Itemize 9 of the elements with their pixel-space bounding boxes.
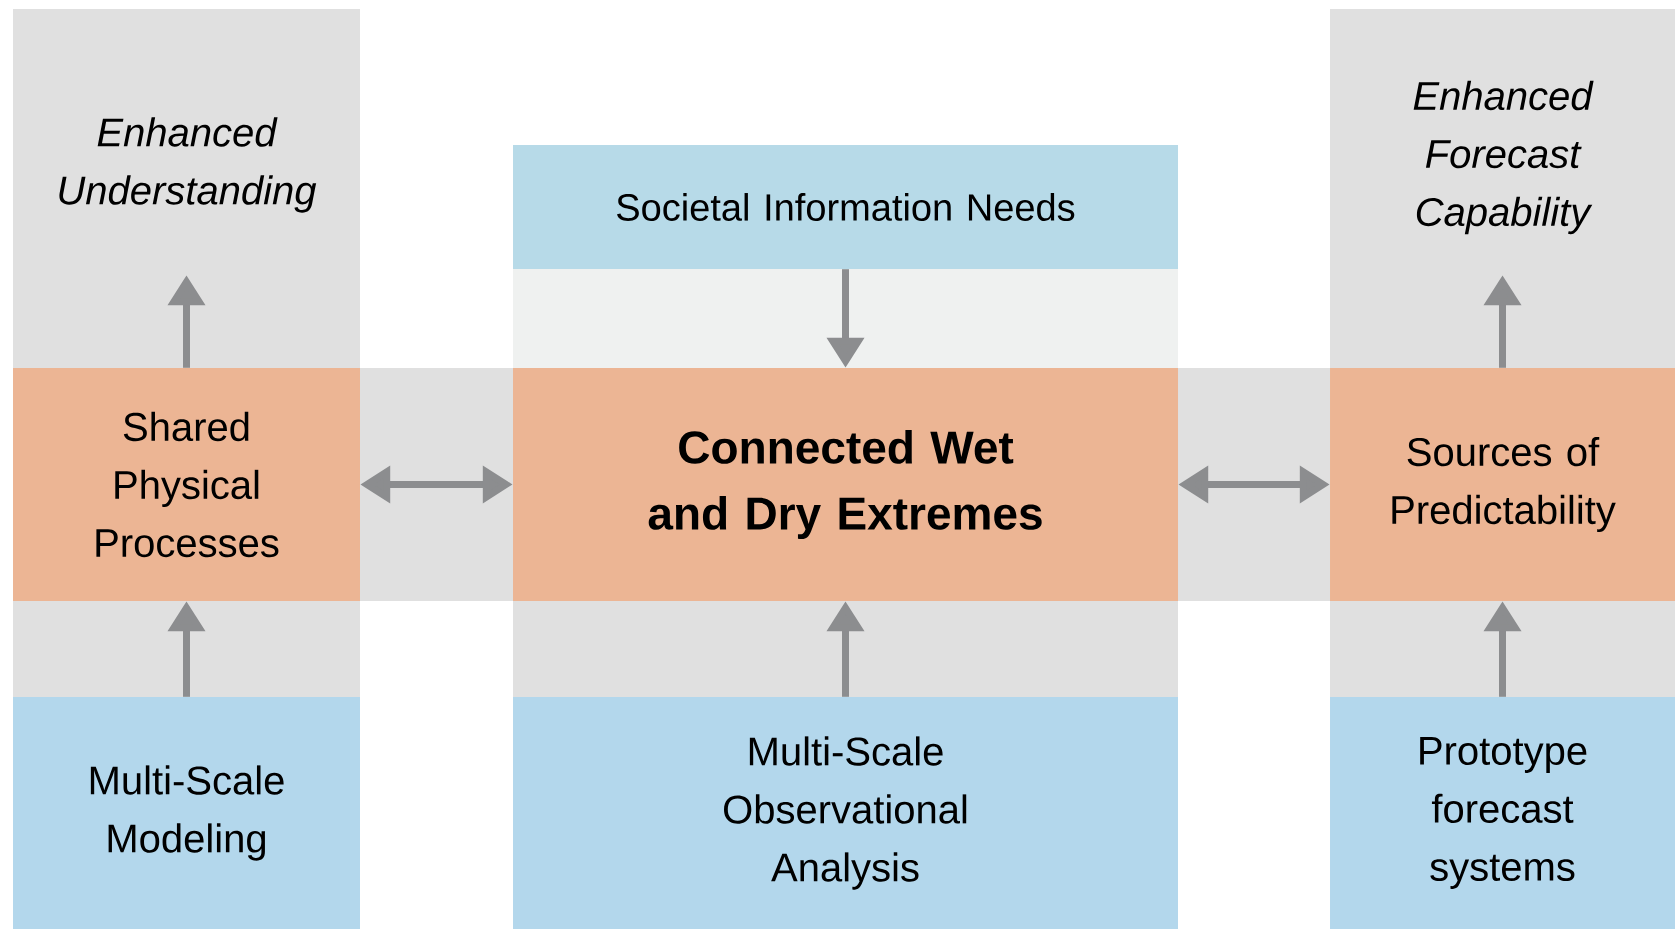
input-box: Multi-Scale Observational Analysis <box>513 697 1178 929</box>
process-box: Connected Wet and Dry Extremes <box>513 368 1178 601</box>
input-box: Multi-Scale Modeling <box>13 697 360 929</box>
input-box: Societal Information Needs <box>513 145 1178 269</box>
outcome-text: Enhanced Understanding <box>59 117 317 213</box>
input-box: Prototype forecast systems <box>1330 697 1675 929</box>
process-box: Shared Physical Processes <box>13 368 360 601</box>
outcome-text: Enhanced Forecast Capability <box>1413 80 1594 235</box>
process-box: Sources of Predictability <box>1330 368 1675 601</box>
